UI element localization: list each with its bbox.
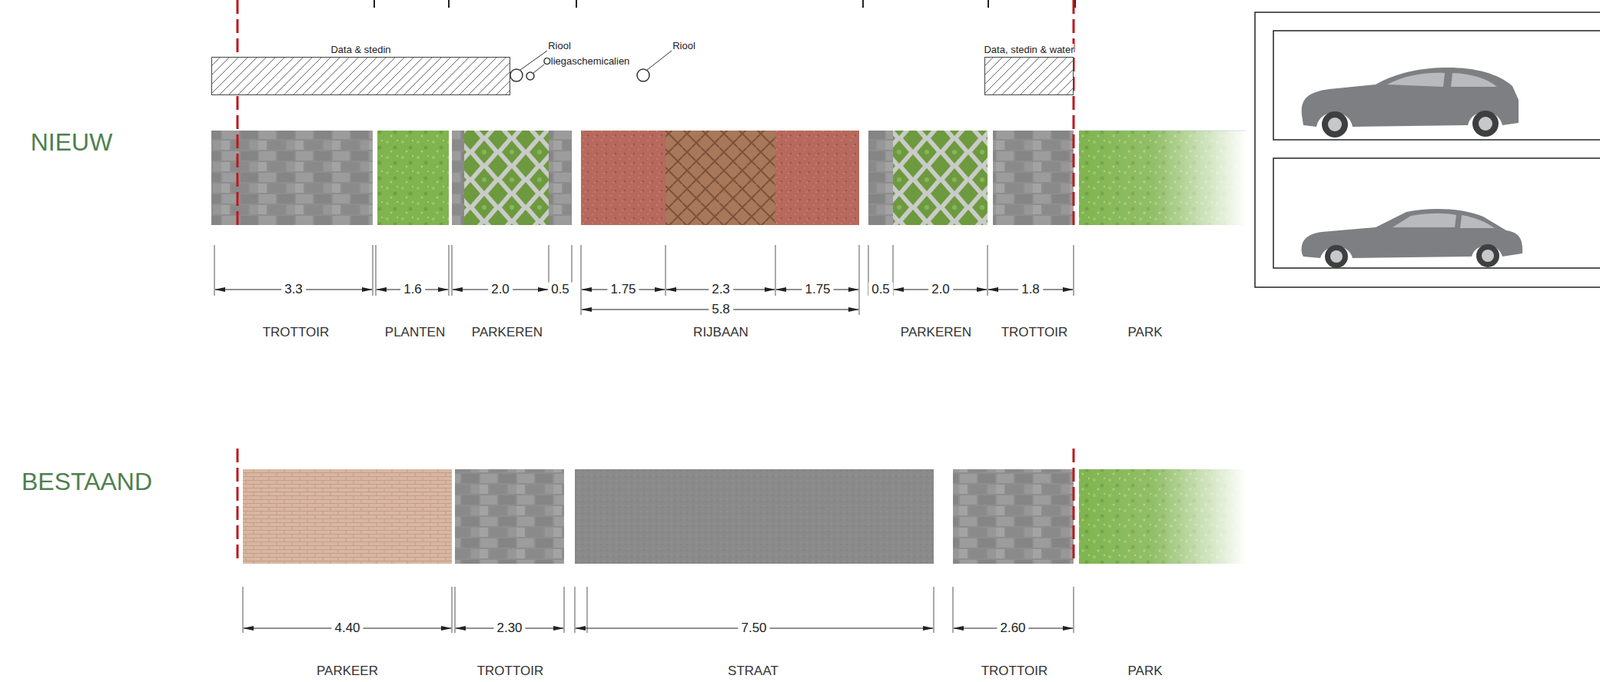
zone-name: PARKEREN	[900, 325, 972, 341]
pipe-label: Riool	[547, 40, 571, 52]
zone-name: PLANTEN	[385, 325, 445, 341]
pipe-label: Oliegaschemicalien	[543, 56, 631, 67]
zone-label: Data & stedin	[330, 43, 391, 56]
dimension: 2.30	[493, 621, 525, 637]
dimension: 1.75	[607, 282, 639, 298]
zone-name: TROTTOIR	[262, 325, 330, 341]
dimension: 1.8	[1018, 282, 1043, 298]
zone-name: TROTTOIR	[981, 664, 1049, 680]
zone-name: PARKEER	[316, 664, 379, 680]
zone-name: RIJBAAN	[693, 325, 749, 341]
zone-name: TROTTOIR	[1001, 325, 1069, 341]
dimension: 5.8	[708, 302, 734, 318]
zone-name: TROTTOIR	[477, 664, 545, 680]
utility-zone: Data, stedin & water	[984, 56, 1074, 96]
pipe-label: Riool	[672, 40, 696, 52]
zone-name: STRAAT	[727, 664, 779, 680]
dimension: 2.0	[928, 282, 953, 298]
section-heading: BESTAAND	[21, 468, 153, 496]
zone-name: PARKEREN	[471, 325, 543, 341]
dimension: 0.5	[868, 282, 893, 298]
utility-zone: Data & stedin	[211, 56, 511, 96]
zone-name: PARK	[1127, 325, 1162, 341]
dimension: 4.40	[331, 621, 363, 637]
dimension: 1.6	[400, 282, 425, 298]
section-heading: NIEUW	[30, 129, 113, 157]
hatched-zone	[211, 56, 511, 96]
dimension: 3.3	[281, 282, 306, 298]
zone-label: Data, stedin & water	[983, 43, 1074, 56]
dimension: 2.60	[996, 621, 1029, 637]
dimension: 1.75	[801, 282, 834, 298]
dimension: 2.0	[487, 282, 513, 298]
hatched-zone	[984, 56, 1074, 96]
dimension: 0.5	[547, 282, 573, 298]
dimension: 2.3	[708, 282, 734, 298]
zone-name: PARK	[1127, 664, 1162, 680]
dimension: 7.50	[737, 621, 770, 637]
